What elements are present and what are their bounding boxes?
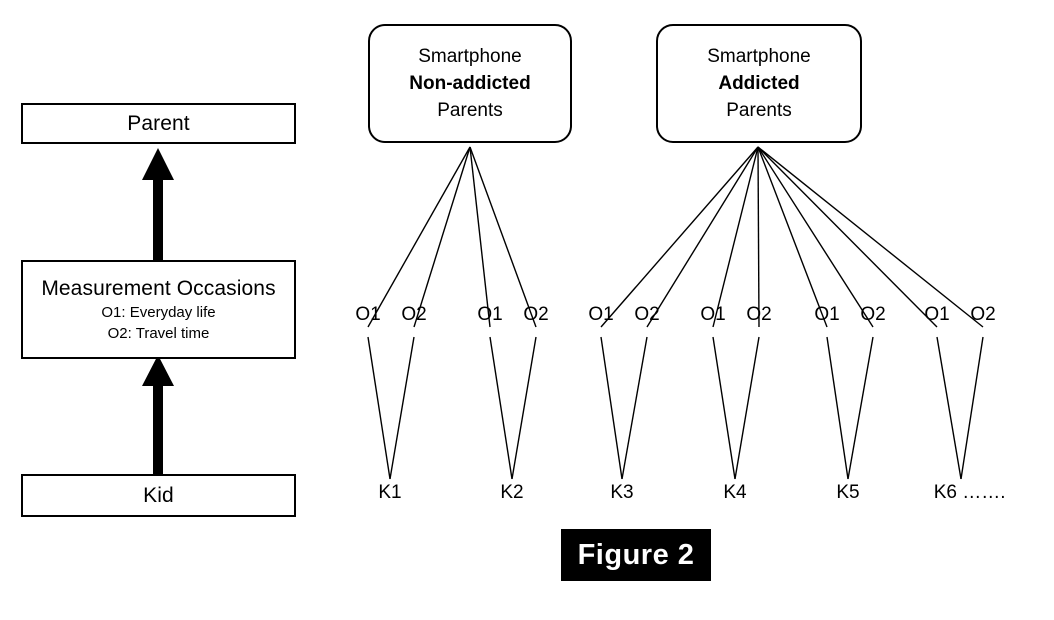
kid-label-k6: K6 ……. — [933, 482, 1006, 503]
line-addicted-to-o1-k6 — [757, 146, 938, 328]
figure-caption: Figure 2 — [561, 529, 711, 581]
occasion-label-o2-k2: O2 — [523, 304, 549, 325]
level-title-parent: Parent — [127, 111, 190, 135]
occasion-label-o1-k3: O1 — [588, 304, 614, 325]
occasion-to-kid-lines — [367, 336, 984, 480]
parent-to-occasion-lines — [367, 146, 984, 328]
group-heading-line3: Parents — [726, 100, 792, 121]
group-heading-line2: Non-addicted — [409, 73, 531, 94]
line-non-addicted-to-o1-k2 — [469, 146, 491, 328]
line-o1-to-k1 — [367, 336, 391, 480]
level-box-kid: Kid — [21, 474, 296, 517]
line-addicted-to-o2-k4 — [757, 146, 760, 328]
level-box-parent: Parent — [21, 103, 296, 144]
line-non-addicted-to-o1-k1 — [367, 146, 471, 328]
line-o2-to-k2 — [511, 336, 537, 480]
line-o2-to-k6 — [960, 336, 984, 480]
kid-label-k3: K3 — [610, 482, 634, 503]
group-box-addicted: Smartphone Addicted Parents — [656, 24, 862, 143]
group-heading-line1: Smartphone — [418, 46, 522, 67]
arrow-kid-to-measurement — [142, 355, 174, 474]
line-o1-to-k5 — [826, 336, 849, 480]
occasion-label-o1-k5: O1 — [814, 304, 840, 325]
line-o2-to-k3 — [621, 336, 648, 480]
line-o1-to-k4 — [712, 336, 736, 480]
level-sub-o1: O1: Everyday life — [101, 303, 216, 321]
line-addicted-to-o1-k4 — [712, 146, 759, 328]
group-heading-line2: Addicted — [718, 73, 800, 94]
line-addicted-to-o2-k3 — [646, 146, 759, 328]
level-box-measurement-occasions: Measurement Occasions O1: Everyday life … — [21, 260, 296, 359]
occasion-label-o2-k5: O2 — [860, 304, 886, 325]
kid-label-k1: K1 — [378, 482, 402, 503]
occasion-label-o1-k4: O1 — [700, 304, 726, 325]
occasion-label-o2-k1: O2 — [401, 304, 427, 325]
line-addicted-to-o2-k6 — [757, 146, 984, 328]
line-non-addicted-to-o2-k1 — [413, 146, 471, 328]
line-o2-to-k4 — [734, 336, 760, 480]
group-box-non-addicted: Smartphone Non-addicted Parents — [368, 24, 572, 143]
occasion-label-o1-k6: O1 — [924, 304, 950, 325]
line-o1-to-k3 — [600, 336, 623, 480]
line-o2-to-k5 — [847, 336, 874, 480]
level-title-kid: Kid — [143, 483, 174, 507]
line-o1-to-k2 — [489, 336, 513, 480]
line-o1-to-k6 — [936, 336, 962, 480]
group-heading-line3: Parents — [437, 100, 503, 121]
kid-label-k5: K5 — [836, 482, 860, 503]
level-title-measurement-occasions: Measurement Occasions — [41, 276, 276, 300]
level-arrows — [142, 148, 174, 474]
line-addicted-to-o1-k3 — [600, 146, 759, 328]
occasion-label-o2-k3: O2 — [634, 304, 660, 325]
level-sub-o2: O2: Travel time — [107, 324, 210, 342]
arrow-measurement-to-parent — [142, 148, 174, 260]
line-non-addicted-to-o2-k2 — [469, 146, 537, 328]
line-addicted-to-o2-k5 — [757, 146, 874, 328]
occasion-label-o2-k6: O2 — [970, 304, 996, 325]
occasion-label-o1-k1: O1 — [355, 304, 381, 325]
line-addicted-to-o1-k5 — [757, 146, 828, 328]
kid-label-k2: K2 — [500, 482, 524, 503]
line-o2-to-k1 — [389, 336, 415, 480]
occasion-label-o2-k4: O2 — [746, 304, 772, 325]
group-heading-line1: Smartphone — [707, 46, 811, 67]
occasion-label-o1-k2: O1 — [477, 304, 503, 325]
kid-label-k4: K4 — [723, 482, 747, 503]
